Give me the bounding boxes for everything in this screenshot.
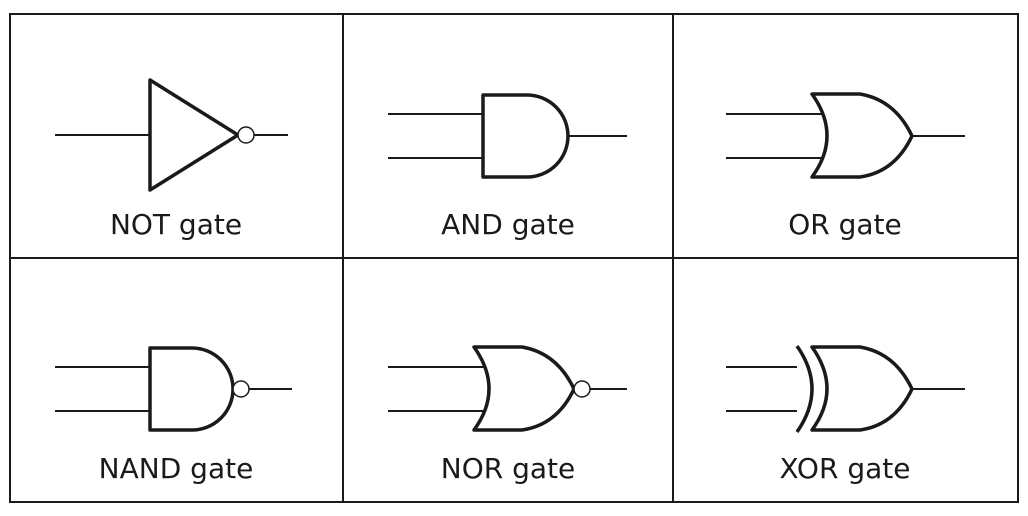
nand-body: [148, 346, 235, 432]
and-gate-symbol: [388, 93, 627, 179]
nor-gate-symbol: [388, 345, 627, 432]
not-gate-label: NOT gate: [110, 208, 242, 241]
xor-body: [810, 345, 914, 432]
not-gate-symbol: [55, 78, 288, 192]
or-gate-symbol: [726, 92, 965, 179]
nand-gate-cell: NAND gate: [55, 346, 292, 485]
not-triangle: [148, 78, 240, 192]
not-gate-cell: NOT gate: [55, 78, 288, 241]
nor-body: [472, 345, 576, 432]
nor-gate-cell: NOR gate: [388, 345, 627, 485]
nand-gate-symbol: [55, 346, 292, 432]
nand-inversion-bubble: [232, 380, 250, 398]
or-gate-cell: OR gate: [726, 92, 965, 241]
and-body: [481, 93, 570, 179]
xor-gate-cell: XOR gate: [726, 344, 965, 485]
xor-gate-label: XOR gate: [780, 452, 911, 485]
nor-gate-label: NOR gate: [441, 452, 575, 485]
and-gate-label: AND gate: [441, 208, 575, 241]
and-gate-cell: AND gate: [388, 93, 627, 241]
or-body: [810, 92, 914, 179]
not-inversion-bubble: [237, 126, 255, 144]
nor-inversion-bubble: [573, 380, 591, 398]
xor-gate-symbol: [726, 344, 965, 434]
nand-gate-label: NAND gate: [99, 452, 254, 485]
xor-extra-input-curve: [795, 344, 814, 434]
or-gate-label: OR gate: [788, 208, 902, 241]
